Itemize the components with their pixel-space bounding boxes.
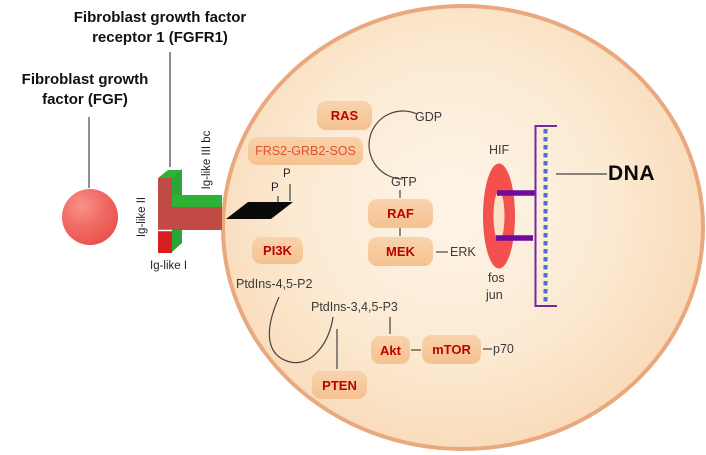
node-mek: MEK [368, 237, 433, 266]
hif-label: HIF [489, 143, 510, 157]
fgfr1-title-line1: Fibroblast growth factor [73, 9, 247, 26]
node-akt: Akt [371, 336, 410, 364]
fos-label: fos [488, 271, 505, 285]
dna-label: DNA [608, 162, 655, 185]
fgf-title: Fibroblast growth factor (FGF) [0, 70, 170, 110]
erk-label: ERK [450, 245, 476, 259]
fgf-ligand-ball [62, 189, 118, 245]
node-pi3k: PI3K [252, 237, 303, 264]
receptor-iglike1-domain [158, 231, 172, 253]
node-raf: RAF [368, 199, 433, 228]
pip2-label: PtdIns-4,5-P2 [236, 277, 313, 291]
fgf-title-line1: Fibroblast growth [21, 71, 149, 88]
receptor-top-cap [158, 170, 182, 178]
fgfr1-title: Fibroblast growth factor receptor 1 (FGF… [45, 8, 275, 48]
receptor-side-face [172, 169, 182, 252]
fgf-title-line2: factor (FGF) [42, 91, 128, 108]
iglike2-label: Ig-like II [136, 196, 148, 238]
receptor-iglike2-domain [158, 178, 172, 230]
receptor-iglike3-arm-green [172, 195, 222, 207]
p70-label: p70 [493, 342, 514, 356]
iglike1-label: Ig-like I [150, 260, 188, 272]
fgfr1-title-line2: receptor 1 (FGFR1) [92, 29, 228, 46]
iglike3-label: Ig-like III bc [201, 130, 213, 190]
node-mtor: mTOR [422, 335, 481, 364]
node-frs2-grb2-sos: FRS2-GRB2-SOS [248, 137, 363, 165]
node-ras: RAS [317, 101, 372, 130]
phospho1-label: P [271, 182, 279, 194]
gdp-label: GDP [415, 110, 443, 124]
pip3-label: PtdIns-3,4,5-P3 [311, 300, 398, 314]
node-pten: PTEN [312, 371, 367, 399]
jun-label: jun [486, 288, 503, 302]
gtp-label: GTP [391, 175, 417, 189]
receptor-iglike3-arm-red [172, 207, 222, 230]
phospho2-label: P [283, 168, 291, 180]
cell-body [221, 4, 705, 451]
